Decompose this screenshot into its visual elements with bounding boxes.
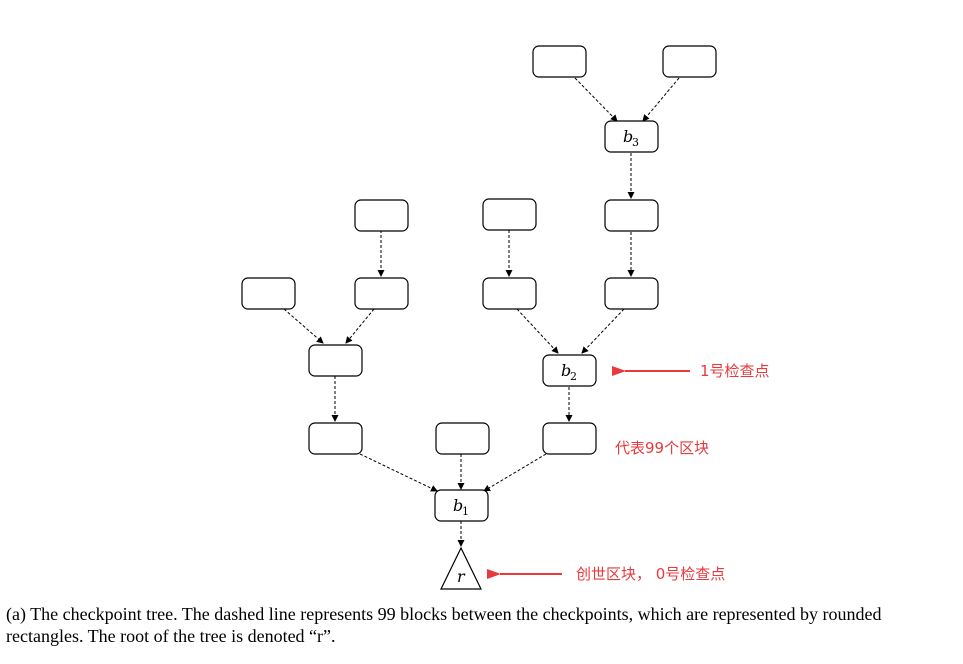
checkpoint-b1-label: b <box>453 496 463 515</box>
annotation-represents-99-blocks: 代表99个区块 <box>615 439 709 457</box>
block-node <box>354 277 409 310</box>
edge-left-mid-to-fork <box>345 308 375 344</box>
checkpoint-b1-subscript: 1 <box>462 505 469 518</box>
block-node <box>308 344 363 377</box>
edge-chain-2-to-b2 <box>581 308 625 354</box>
edge-left-far-to-fork <box>283 308 324 344</box>
checkpoint-b3-subscript: 3 <box>632 136 639 149</box>
checkpoint-tree-diagram: b 3 b 2 <box>241 45 770 590</box>
checkpoint-b3: b 3 <box>604 120 659 153</box>
tree-edges <box>283 77 680 547</box>
edge-b3-child-right-to-b3 <box>642 77 680 122</box>
figure-caption: (a) The checkpoint tree. The dashed line… <box>6 604 882 646</box>
block-node <box>354 199 409 232</box>
block-node <box>482 198 537 231</box>
annotation-checkpoint1: 1号检查点 <box>700 362 770 380</box>
block-node <box>532 45 587 78</box>
edge-below-to-b1 <box>483 453 547 492</box>
root-label: r <box>457 567 466 586</box>
checkpoint-b1: b 1 <box>434 489 489 522</box>
block-node <box>542 422 597 455</box>
edge-left-low-to-b1 <box>359 453 438 492</box>
checkpoint-b2-subscript: 2 <box>570 370 577 383</box>
root-genesis-node: r <box>440 546 482 590</box>
block-node <box>308 422 363 455</box>
checkpoint-b3-label: b <box>623 127 633 146</box>
checkpoint-b2: b 2 <box>542 354 597 387</box>
block-node <box>241 277 296 310</box>
block-node <box>604 199 659 232</box>
annotation-genesis: 创世区块， 0号检查点 <box>576 565 725 583</box>
tree-nodes: b 3 b 2 <box>241 45 717 590</box>
edge-side-low-to-b2 <box>516 308 559 354</box>
annotations: 1号检查点 代表99个区块 创世区块， 0号检查点 <box>487 362 770 583</box>
block-node <box>435 422 490 455</box>
block-node <box>482 277 537 310</box>
edge-b3-child-left-to-b3 <box>574 77 618 122</box>
block-node <box>604 277 659 310</box>
checkpoint-b2-label: b <box>561 361 571 380</box>
block-node <box>662 45 717 78</box>
